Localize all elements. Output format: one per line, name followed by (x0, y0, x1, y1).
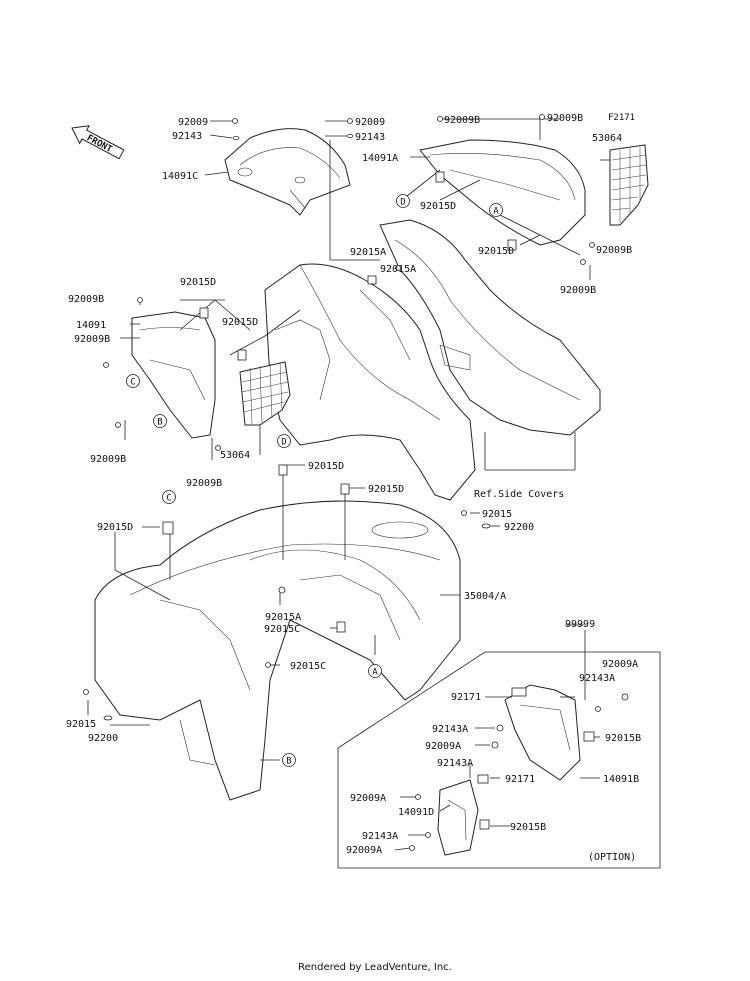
label-92015d: 92015D (478, 246, 514, 257)
guard-14091d (437, 779, 479, 856)
label-92009: 92009 (178, 117, 208, 128)
label-92015d: 92015D (97, 522, 133, 533)
label-92009a: 92009A (350, 793, 386, 804)
callout-b-bottom: B (282, 753, 296, 767)
label-35004a: 35004/A (464, 591, 506, 602)
label-92015b: 92015B (510, 822, 546, 833)
svg-text:A: A (493, 207, 499, 217)
grille-53064-left (239, 361, 291, 426)
label-92143: 92143 (172, 131, 202, 142)
guard-14091c (224, 128, 351, 216)
label-92015a: 92015A (265, 612, 301, 623)
svg-text:C: C (130, 378, 135, 388)
option-box (337, 651, 661, 869)
label-92015d: 92015D (368, 484, 404, 495)
leader-lines (87, 118, 610, 851)
label-92015c: 92015C (290, 661, 326, 672)
grille-53064-right (609, 144, 649, 226)
label-92009a: 92009A (346, 845, 382, 856)
label-92015d: 92015D (308, 461, 344, 472)
svg-text:A: A (372, 668, 378, 678)
label-14091b: 14091B (603, 774, 639, 785)
label-92009b: 92009B (444, 115, 480, 126)
rear-fender (94, 500, 461, 801)
svg-text:D: D (400, 198, 405, 208)
label-92009a: 92009A (602, 659, 638, 670)
label-14091a: 14091A (362, 153, 398, 164)
label-53064: 53064 (220, 450, 250, 461)
svg-text:B: B (157, 418, 162, 428)
label-92009b: 92009B (90, 454, 126, 465)
guard-14091b (504, 684, 581, 781)
label-92171: 92171 (505, 774, 535, 785)
label-92009b: 92009B (596, 245, 632, 256)
hardware (83, 114, 629, 851)
label-92015d: 92015D (420, 201, 456, 212)
label-92009b: 92009B (68, 294, 104, 305)
label-92143a: 92143A (579, 673, 615, 684)
label-92009b: 92009B (560, 285, 596, 296)
label-ref-side-covers: Ref.Side Covers (474, 489, 564, 500)
label-92200: 92200 (504, 522, 534, 533)
label-53064: 53064 (592, 133, 622, 144)
svg-text:C: C (166, 494, 171, 504)
part-labels: 92009 92143 14091C 92009 92143 92009B 92… (66, 113, 641, 863)
label-92015: 92015 (66, 719, 96, 730)
callout-b-left: B (153, 414, 167, 428)
footer-credit: Rendered by LeadVenture, Inc. (298, 962, 452, 973)
label-92009b: 92009B (186, 478, 222, 489)
label-92015c: 92015C (264, 624, 300, 635)
diagram-code: F2171 (608, 113, 635, 123)
label-92143a: 92143A (437, 758, 473, 769)
label-92009b: 92009B (74, 334, 110, 345)
label-92015: 92015 (482, 509, 512, 520)
label-14091: 14091 (76, 320, 106, 331)
label-92200: 92200 (88, 733, 118, 744)
front-arrow-icon: FRONT (71, 125, 125, 160)
label-92015a: 92015A (350, 247, 386, 258)
label-92143: 92143 (355, 132, 385, 143)
label-92143a: 92143A (362, 831, 398, 842)
callout-d-top: D (396, 194, 410, 208)
label-92009b: 92009B (547, 113, 583, 124)
label-92009: 92009 (355, 117, 385, 128)
callout-a-bottom: A (368, 664, 382, 678)
svg-text:B: B (286, 757, 291, 767)
guard-14091a (419, 139, 586, 246)
label-99999: 99999 (565, 619, 595, 630)
label-14091d: 14091D (398, 807, 434, 818)
label-92015a: 92015A (380, 264, 416, 275)
front-inner-liner (379, 219, 601, 436)
label-92009a: 92009A (425, 741, 461, 752)
label-92015b: 92015B (605, 733, 641, 744)
label-92143a: 92143A (432, 724, 468, 735)
label-14091c: 14091C (162, 171, 198, 182)
label-92015d: 92015D (180, 277, 216, 288)
label-option: (OPTION) (588, 852, 636, 863)
front-fender (264, 263, 476, 501)
callout-d-mid: D (277, 434, 291, 448)
svg-text:D: D (281, 438, 286, 448)
callout-a-top: A (489, 203, 503, 217)
guard-14091 (131, 311, 216, 439)
label-92015d: 92015D (222, 317, 258, 328)
callout-c-left: C (126, 374, 140, 388)
callout-c-mid: C (162, 490, 176, 504)
label-92171: 92171 (451, 692, 481, 703)
